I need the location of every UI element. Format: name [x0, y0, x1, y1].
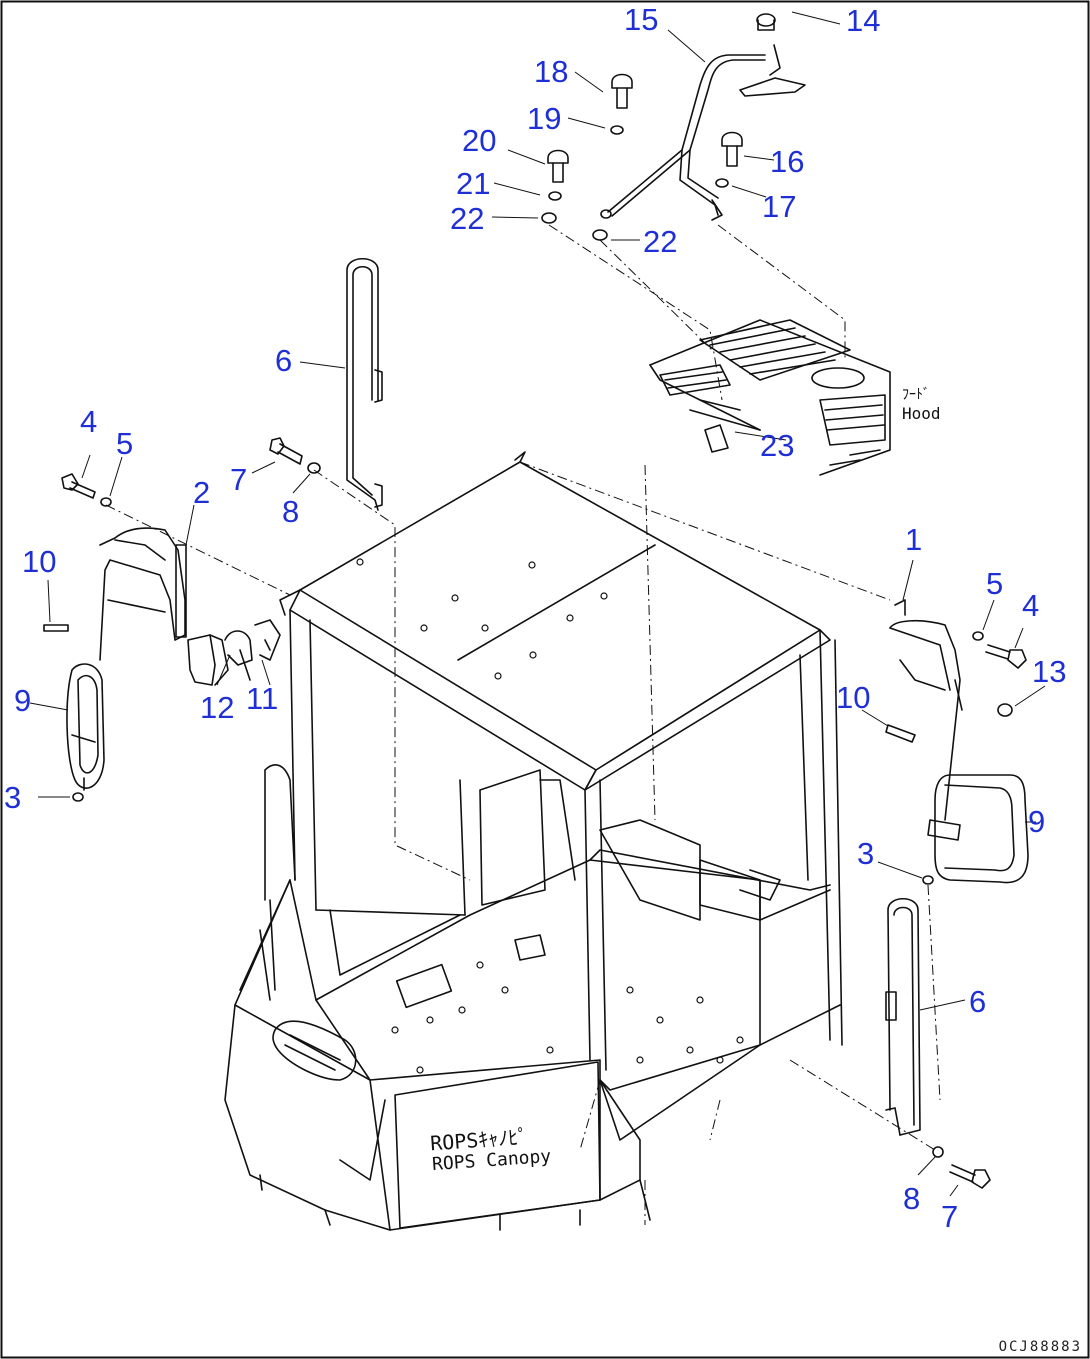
- pin-10-left: [43, 624, 69, 632]
- callout-5-left: 5: [116, 426, 134, 461]
- callout-6-right: 6: [969, 984, 987, 1019]
- nut-3-right: [922, 875, 934, 885]
- floor-holes: [391, 961, 744, 1074]
- callout-1: 1: [905, 522, 923, 557]
- callout-7-left: 7: [230, 462, 248, 497]
- callout-5-right: 5: [986, 566, 1004, 601]
- callout-17: 17: [762, 189, 797, 224]
- mirror-right: [927, 774, 1029, 884]
- engine-hood: [649, 319, 891, 476]
- handrail-left: [346, 257, 383, 511]
- callout-19: 19: [527, 101, 562, 136]
- callout-13: 13: [1032, 654, 1067, 689]
- hood-bracket-23: [704, 424, 729, 453]
- part-13: [997, 703, 1013, 717]
- callout-9-left: 9: [14, 683, 32, 718]
- hood-text-1: ﾌｰﾄﾞ: [902, 387, 930, 403]
- callout-4-left: 4: [80, 404, 98, 439]
- callout-18: 18: [534, 54, 569, 89]
- bolt-7-right: [949, 1164, 991, 1189]
- washer-8-right: [932, 1146, 944, 1158]
- bolt-20: [547, 149, 569, 183]
- washer-5-left: [100, 497, 112, 507]
- callout-2: 2: [193, 475, 211, 510]
- callout-10-left: 10: [22, 544, 57, 579]
- bolt-18: [611, 73, 633, 109]
- washer-21: [548, 191, 562, 201]
- assembly-lines: [105, 224, 941, 1225]
- hood-stay-15: [600, 54, 766, 221]
- washer-19: [610, 125, 624, 135]
- hood-text-2: Hood: [902, 404, 941, 423]
- callout-20: 20: [462, 123, 497, 158]
- callout-3-left: 3: [4, 780, 22, 815]
- callout-6-left: 6: [275, 343, 293, 378]
- grab-handle: [272, 1020, 357, 1081]
- washer-8-left: [307, 462, 321, 474]
- canopy-floor: [315, 859, 761, 1141]
- roof-holes: [356, 558, 608, 680]
- callout-3-right: 3: [857, 836, 875, 871]
- callout-10-right: 10: [836, 680, 871, 715]
- mirror-left: [66, 663, 105, 791]
- callout-8-left: 8: [282, 494, 300, 529]
- washer-17: [715, 178, 729, 188]
- washer-22-left: [541, 212, 557, 224]
- washer-22-right: [592, 229, 608, 241]
- callout-16: 16: [770, 144, 805, 179]
- washer-5-right: [972, 631, 984, 641]
- callout-4-right: 4: [1022, 588, 1040, 623]
- handrail-right: [885, 897, 921, 1136]
- callout-22-left: 22: [450, 201, 485, 236]
- work-lamp: [187, 619, 281, 686]
- cap-14: [739, 13, 806, 97]
- callout-12: 12: [200, 690, 235, 725]
- callout-23: 23: [760, 428, 795, 463]
- bolt-4-left: [61, 473, 96, 499]
- bolt-7-left: [269, 437, 303, 465]
- bolt-4-right: [985, 644, 1027, 669]
- drawing-code: OCJ88883: [998, 1339, 1082, 1355]
- callout-22-right: 22: [643, 224, 678, 259]
- mirror-stay-left: [99, 527, 187, 661]
- callout-11: 11: [246, 681, 279, 716]
- pin-10-right: [885, 724, 916, 743]
- front-cowl: [224, 879, 601, 1231]
- callout-14: 14: [846, 3, 881, 38]
- callout-9-right: 9: [1028, 804, 1046, 839]
- rops-canopy-frame: [224, 451, 843, 1231]
- callout-15: 15: [624, 2, 659, 37]
- bolt-16: [721, 131, 743, 167]
- mirror-stay-right: [889, 599, 963, 821]
- callout-7-right: 7: [941, 1199, 959, 1234]
- callout-8-right: 8: [903, 1181, 921, 1216]
- callout-21: 21: [456, 166, 491, 201]
- leader-lines: [29, 11, 1046, 1197]
- nut-3-left: [72, 792, 84, 802]
